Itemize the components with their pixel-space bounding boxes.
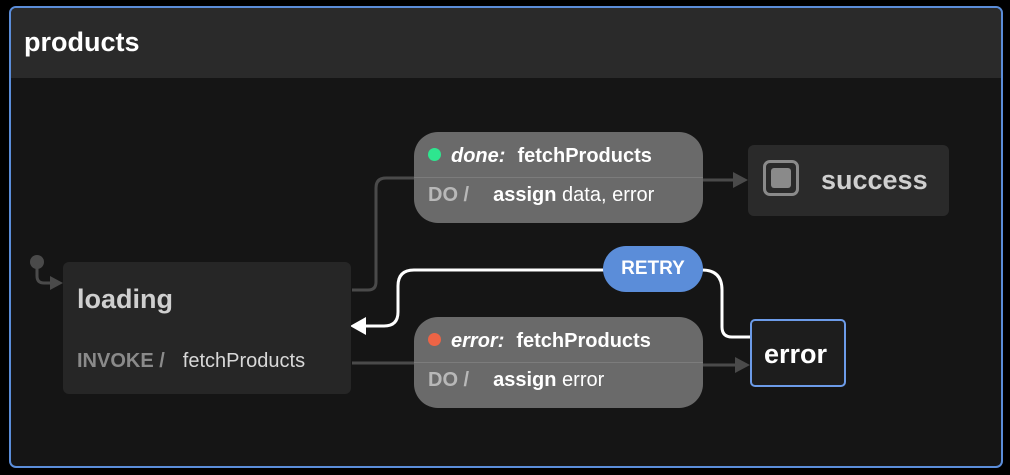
error-event-type: error: — [451, 330, 505, 352]
state-loading-title: loading — [77, 284, 173, 314]
transition-done[interactable]: done: fetchProducts DO / assign data, erro… — [414, 132, 703, 223]
state-success[interactable]: success — [748, 145, 949, 216]
edge-retry — [364, 268, 750, 339]
error-action-args: error — [556, 369, 605, 391]
done-status-dot — [428, 148, 441, 161]
initial-arrowhead — [50, 276, 63, 290]
invoke-source: fetchProducts — [182, 350, 306, 372]
invoke-row: INVOKE / fetchProducts — [77, 350, 305, 373]
error-do-label: DO / — [428, 369, 470, 391]
transition-done-divider — [414, 177, 703, 178]
error-event-source: fetchProducts — [516, 330, 651, 352]
done-do-label: DO / — [428, 184, 470, 206]
done-event-source: fetchProducts — [517, 145, 652, 167]
invoke-label: INVOKE / — [77, 350, 165, 372]
retry-arrowhead — [350, 317, 366, 335]
machine-header: products — [11, 8, 1001, 78]
error-status-dot — [428, 333, 441, 346]
state-error[interactable]: error — [750, 319, 846, 387]
machine-title: products — [24, 27, 140, 57]
final-state-icon-inner — [771, 168, 791, 188]
error-action-name: assign — [493, 369, 557, 391]
transition-error-divider — [414, 362, 703, 363]
state-success-title: success — [821, 165, 928, 195]
transition-done-header: done: fetchProducts — [428, 145, 652, 168]
initial-edge — [35, 262, 52, 285]
transition-error-header: error: fetchProducts — [428, 330, 651, 353]
done-action-args: data, error — [556, 184, 655, 206]
success-arrowhead — [733, 172, 748, 188]
transition-done-action: DO / assign data, error — [428, 184, 654, 207]
final-state-icon — [763, 160, 799, 196]
state-loading[interactable]: loading INVOKE / fetchProducts — [63, 262, 351, 394]
done-event-type: done: — [451, 145, 506, 167]
transition-error[interactable]: error: fetchProducts DO / assign error — [414, 317, 703, 408]
retry-event-button[interactable]: RETRY — [603, 246, 703, 292]
done-action-name: assign — [493, 184, 557, 206]
state-error-title: error — [764, 339, 828, 369]
error-arrowhead — [735, 357, 750, 373]
initial-dot — [30, 255, 44, 269]
transition-error-action: DO / assign error — [428, 369, 604, 392]
edge-loading-to-done — [352, 176, 414, 292]
